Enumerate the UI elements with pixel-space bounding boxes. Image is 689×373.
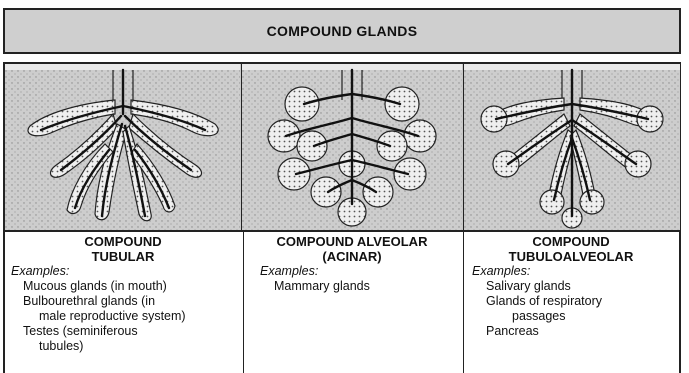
- title-line: TUBULAR: [9, 249, 237, 264]
- examples-label: Examples:: [11, 264, 237, 279]
- example-item: Salivary glands: [486, 279, 678, 294]
- description-row: COMPOUND TUBULAR Examples: Mucous glands…: [3, 232, 681, 373]
- title-line: (ACINAR): [244, 249, 460, 264]
- illustration-row: [3, 62, 681, 232]
- compound-tubular-title: COMPOUND TUBULAR: [9, 234, 237, 264]
- example-item: Testes (seminiferous: [23, 324, 237, 339]
- example-item-continued: male reproductive system): [39, 309, 237, 324]
- compound-alveolar-description: COMPOUND ALVEOLAR (ACINAR) Examples: Mam…: [243, 232, 460, 373]
- example-item: Bulbourethral glands (in: [23, 294, 237, 309]
- examples-label: Examples:: [472, 264, 678, 279]
- title-line: TUBULOALVEOLAR: [464, 249, 678, 264]
- example-item: Glands of respiratory: [486, 294, 678, 309]
- example-item-continued: tubules): [39, 339, 237, 354]
- compound-tubuloalveolar-title: COMPOUND TUBULOALVEOLAR: [464, 234, 678, 264]
- title-line: COMPOUND: [464, 234, 678, 249]
- compound-tubuloalveolar-gland-illustration: [464, 64, 680, 230]
- example-item: Mucous glands (in mouth): [23, 279, 237, 294]
- example-item-continued: passages: [512, 309, 678, 324]
- examples-label: Examples:: [260, 264, 460, 279]
- title-line: COMPOUND: [9, 234, 237, 249]
- compound-tubular-gland-illustration: [5, 64, 240, 230]
- compound-alveolar-gland-illustration: [242, 64, 462, 230]
- compound-alveolar-title: COMPOUND ALVEOLAR (ACINAR): [244, 234, 460, 264]
- figure-title: COMPOUND GLANDS: [267, 23, 418, 39]
- compound-tubular-description: COMPOUND TUBULAR Examples: Mucous glands…: [9, 232, 237, 373]
- example-item: Mammary glands: [274, 279, 460, 294]
- compound-tubuloalveolar-panel: [463, 64, 680, 230]
- figure-header: COMPOUND GLANDS: [3, 8, 681, 54]
- compound-alveolar-panel: [241, 64, 462, 230]
- compound-tubuloalveolar-description: COMPOUND TUBULOALVEOLAR Examples: Saliva…: [463, 232, 678, 373]
- example-item: Pancreas: [486, 324, 678, 339]
- title-line: COMPOUND ALVEOLAR: [244, 234, 460, 249]
- compound-tubular-panel: [5, 64, 240, 230]
